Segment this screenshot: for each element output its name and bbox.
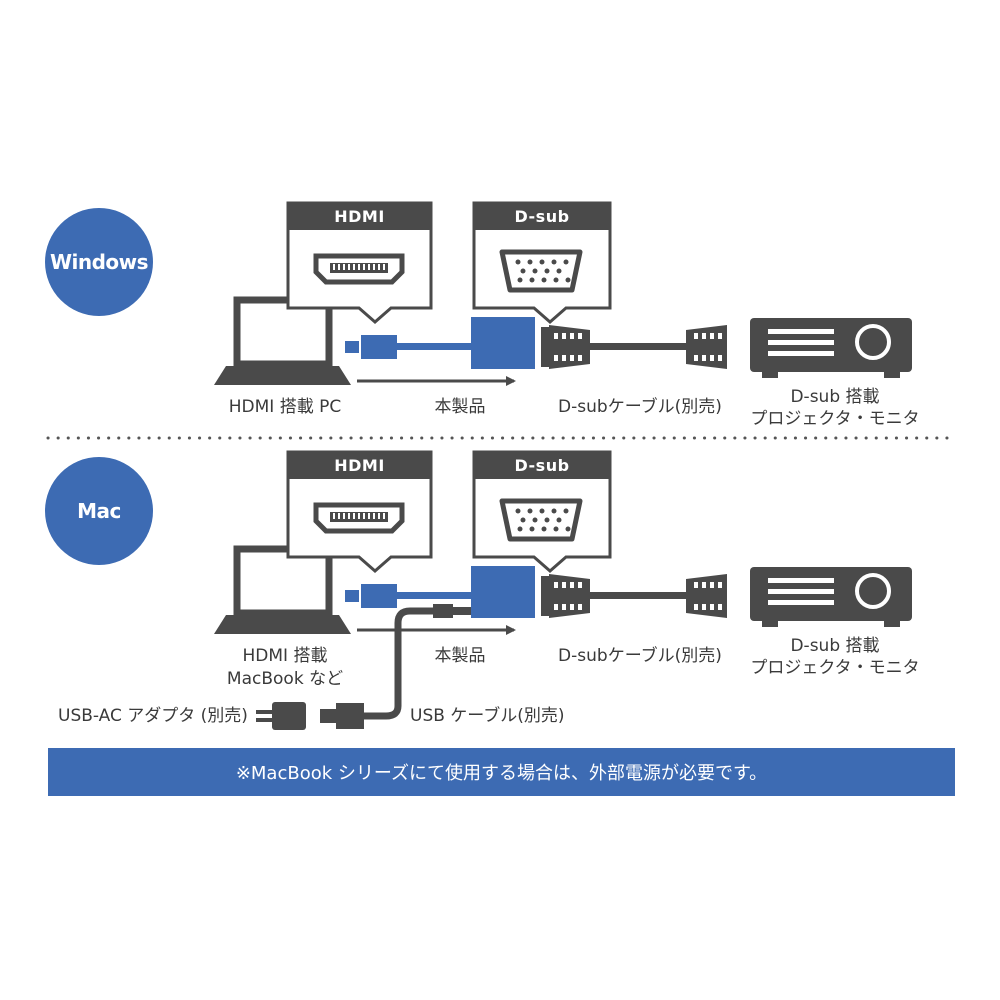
dsub-connector-icon [541,325,727,369]
dsub-port-icon [499,249,583,293]
adapter-icon [471,317,535,369]
usb-ac-adapter-label: USB-AC アダプタ (別売) [58,706,248,726]
dsub-tab-label: D-sub [514,206,570,226]
pc-label: HDMI 搭載 PC [228,397,342,417]
laptop-icon [214,296,351,385]
footer-note: ※MacBook シリーズにて使用する場合は、外部電源が必要です。 [48,748,955,796]
hdmi-port-icon [313,502,405,534]
hdmi-tab-label: HDMI [334,455,385,475]
windows-badge: Windows [45,208,153,316]
mac-pc-label-line1: HDMI 搭載 [242,646,328,666]
hdmi-port-icon [313,253,405,285]
mac-pc-label-line2: MacBook など [226,669,344,689]
display-label-line2: プロジェクタ・モニタ [750,658,920,678]
dsub-connector-icon [541,574,727,618]
display-label-line1: D-sub 搭載 [790,387,880,407]
dsub-cable-label: D-subケーブル(別売) [558,397,722,417]
display-label-line1: D-sub 搭載 [790,636,880,656]
dsub-port-icon [499,498,583,542]
ac-adapter-icon [256,702,306,730]
dsub-tab-label: D-sub [514,455,570,475]
windows-section [214,201,912,386]
display-label-line2: プロジェクタ・モニタ [750,409,920,429]
footer-note-text: ※MacBook シリーズにて使用する場合は、外部電源が必要です。 [235,763,768,784]
hdmi-plug-icon [345,335,471,359]
product-label: 本製品 [434,646,486,666]
hdmi-plug-icon [345,584,471,608]
mac-section [214,450,912,730]
projector-icon [750,318,912,378]
mac-badge-label: Mac [77,499,121,523]
windows-badge-label: Windows [49,250,149,274]
hdmi-tab-label: HDMI [334,206,385,226]
laptop-icon [214,545,351,634]
adapter-icon [471,566,535,618]
product-label: 本製品 [434,397,486,417]
usb-plug-icon [320,604,471,729]
dsub-callout [472,201,612,324]
dsub-cable-label: D-subケーブル(別売) [558,646,722,666]
usb-cable-label: USB ケーブル(別売) [410,706,565,726]
projector-icon [750,567,912,627]
mac-badge: Mac [45,457,153,565]
